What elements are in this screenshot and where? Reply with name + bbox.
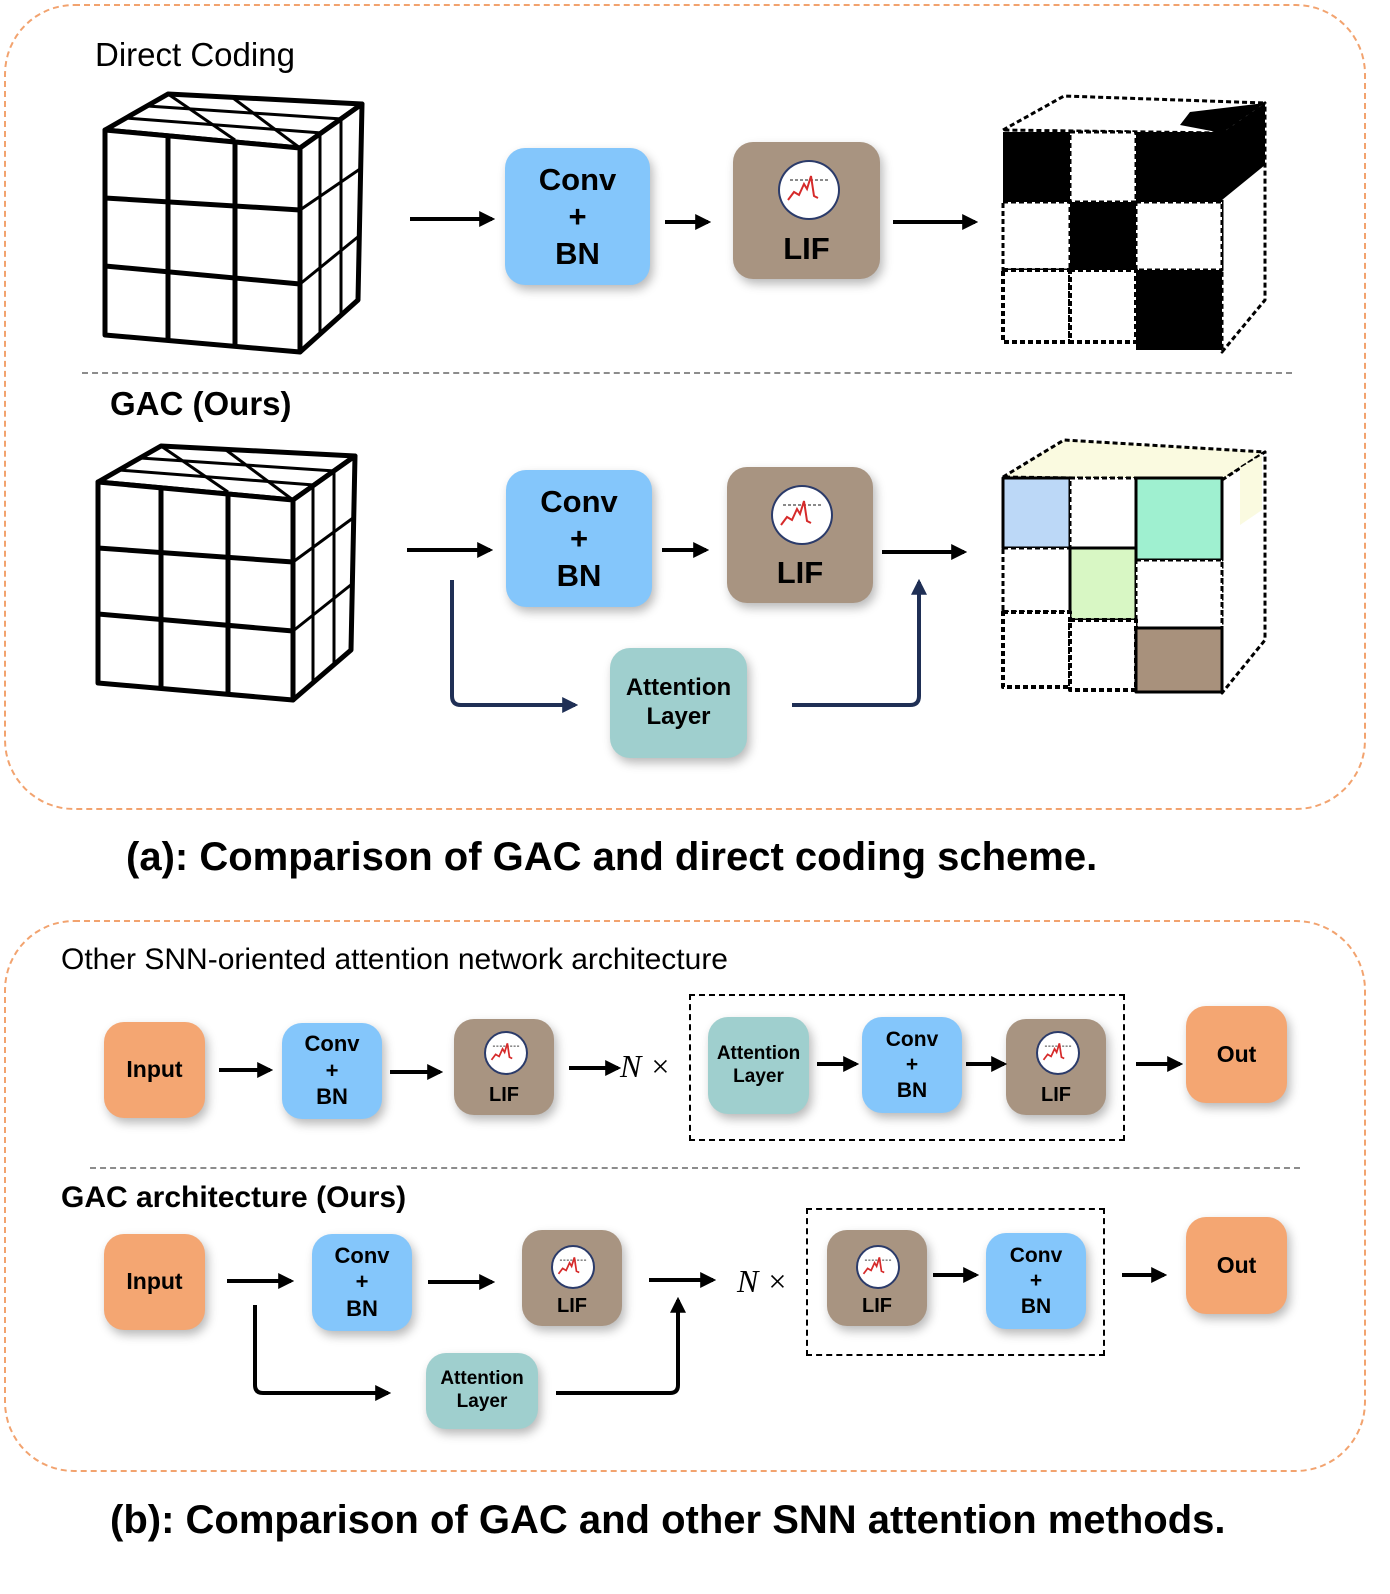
arrow-right-icon [407,211,979,560]
panel-b-separator [90,1167,1300,1169]
plus-label: + [569,520,589,556]
input-cube-gac [95,443,358,703]
bn-label: BN [555,236,600,272]
conv-label: Conv [538,161,617,197]
other-out-block: Out [1186,1006,1287,1103]
out-label: Out [1216,1040,1257,1067]
membrane-potential-icon [856,1245,900,1289]
conv-label: Conv [540,483,618,519]
bn-label: BN [316,1084,348,1110]
gac-out-block: Out [1186,1217,1287,1314]
lif-label: LIF [862,1295,892,1317]
gac-attention-layer-block-b: Attention Layer [426,1353,538,1429]
panel-a [4,4,1366,810]
other-input-block: Input [104,1022,205,1118]
caption-b: (b): Comparison of GAC and other SNN att… [110,1498,1226,1542]
conv-label: Conv [885,1028,939,1052]
other-attention-layer-block: Attention Layer [708,1017,809,1114]
gac-repeat-block-frame [806,1208,1105,1356]
panel-b [4,920,1366,1472]
repeat-n-times: N × [737,1263,788,1299]
lif-label: LIF [557,1295,587,1317]
membrane-potential-icon [484,1031,528,1075]
conv-label: Conv [304,1031,360,1057]
direct-coding-title: Direct Coding [95,36,295,73]
caption-a: (a): Comparison of GAC and direct coding… [126,835,1098,879]
out-label: Out [1216,1251,1257,1278]
lif-label: LIF [489,1084,519,1106]
membrane-potential-icon [778,160,840,220]
attention-label: Attention [440,1368,524,1390]
direct-conv-bn-block: Conv + BN [505,148,650,285]
lif-label: LIF [783,230,830,266]
input-label: Input [126,1268,183,1295]
output-cube-gac [1001,438,1267,695]
gac-conv-bn-block: Conv + BN [506,470,652,607]
layer-label: Layer [456,1391,508,1412]
bn-label: BN [556,558,602,594]
other-conv-bn-block: Conv + BN [282,1023,382,1119]
conv-label: Conv [1009,1244,1063,1268]
bn-label: BN [1020,1294,1052,1318]
plus-label: + [568,198,587,234]
panel-a-separator [82,372,1292,374]
other-architecture-title: Other SNN-oriented attention network arc… [61,943,728,976]
arrow-right-icon [219,1056,1184,1080]
bn-label: BN [896,1078,928,1102]
attention-label: Attention [625,674,732,702]
output-cube-direct [1001,94,1267,354]
plus-label: + [325,1057,339,1083]
input-cube-direct [102,91,365,355]
gac-attention-layer-block: Attention Layer [610,648,747,758]
gac-architecture-title: GAC architecture (Ours) [61,1181,407,1214]
membrane-potential-icon [551,1245,595,1289]
plus-label: + [355,1269,369,1295]
plus-label: + [905,1053,919,1077]
layer-label: Layer [733,1065,784,1087]
lif-label: LIF [776,554,824,590]
gac-conv-bn-block-b: Conv + BN [312,1234,412,1331]
layer-label: Layer [646,703,711,730]
other-block-conv-bn: Conv + BN [862,1017,962,1113]
gac-title: GAC (Ours) [110,385,292,422]
gac-block-conv-bn: Conv + BN [986,1233,1086,1329]
plus-label: + [1029,1269,1043,1293]
membrane-potential-icon [771,485,833,545]
skip-connection-arrow-b [253,1296,686,1401]
repeat-n-times: N × [620,1048,671,1084]
membrane-potential-icon [1036,1031,1080,1075]
lif-label: LIF [1041,1084,1071,1106]
attention-label: Attention [716,1042,801,1064]
skip-connection-arrow-a [450,578,927,713]
bn-label: BN [346,1295,378,1321]
input-label: Input [126,1056,183,1083]
arrow-right-icon [227,1267,1168,1290]
conv-label: Conv [334,1242,390,1268]
other-repeat-block-frame [689,994,1125,1141]
gac-input-block: Input [104,1234,205,1330]
